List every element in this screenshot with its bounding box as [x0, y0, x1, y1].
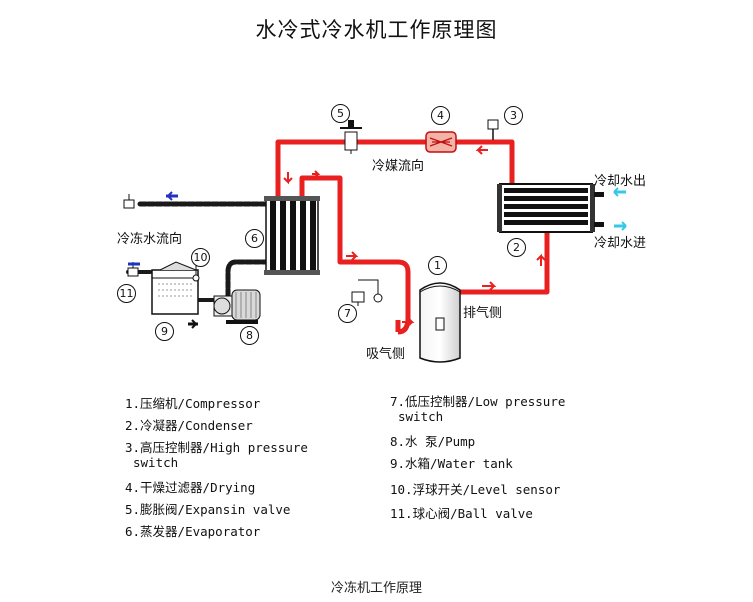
compressor: [419, 282, 461, 363]
number-8: 8: [240, 326, 259, 345]
evaporator: [264, 196, 320, 275]
legend-item-1: 1.压缩机/Compressor: [125, 396, 261, 411]
number-2: 2: [507, 238, 526, 257]
evaporator-to-pump-pipe: [225, 259, 271, 303]
number-11: 11: [117, 284, 136, 303]
legend-item-11: 11.球心阀/Ball valve: [390, 506, 533, 521]
discharge-side-label: 排气侧: [463, 306, 503, 321]
low-pressure-switch: [351, 279, 383, 306]
refrigerant-circuit: [275, 139, 550, 335]
legend-item-9: 9.水箱/Water tank: [390, 456, 513, 471]
expansion-valve: [340, 120, 362, 154]
refrigerant-arrows: [283, 145, 546, 327]
legend-item-10: 10.浮球开关/Level sensor: [390, 482, 561, 497]
legend-item-8: 8.水 泵/Pump: [390, 434, 476, 449]
condenser: [497, 183, 604, 233]
number-3: 3: [504, 106, 523, 125]
refrigerant-flow-label: 冷媒流向: [372, 159, 425, 174]
legend-item-2: 2.冷凝器/Condenser: [125, 418, 253, 433]
legend-item-4: 4.干燥过滤器/Drying: [125, 480, 256, 495]
pump: [213, 289, 261, 324]
cooling-water-out-label: 冷却水出: [594, 174, 647, 189]
pipe-condenser-to-compressor: [460, 232, 550, 295]
arrow-inner-right: [312, 170, 321, 178]
outlet-valve: [123, 194, 135, 209]
arrow-up-right: [536, 253, 546, 266]
number-4: 4: [431, 106, 450, 125]
caption: 冷冻机工作原理: [330, 581, 422, 596]
cooling-water-in-label: 冷却水进: [594, 236, 647, 251]
number-7: 7: [338, 304, 357, 323]
pipe-top-loop: [275, 139, 515, 196]
arrow-discharge: [482, 281, 497, 291]
diagram-title: 水冷式冷水机工作原理图: [255, 18, 498, 42]
number-6: 6: [245, 229, 264, 248]
arrow-suction: [402, 317, 415, 327]
number-1: 1: [428, 256, 447, 275]
legend-left: 1.压缩机/Compressor 2.冷凝器/Condenser 3.高压控制器…: [125, 396, 308, 546]
pipe-evaporator-to-suction: [299, 175, 411, 335]
arrow-mid-right: [346, 251, 359, 261]
water-tank: [151, 261, 199, 315]
number-5: 5: [331, 104, 350, 123]
suction-side-label: 吸气侧: [366, 347, 406, 362]
arrow-left-down: [283, 172, 293, 185]
number-9: 9: [155, 322, 174, 341]
number-10: 10: [191, 248, 210, 267]
legend-item-5: 5.膨胀阀/Expansin valve: [125, 502, 291, 517]
arrow-top-right: [475, 145, 488, 155]
flow-arrows: [128, 187, 627, 329]
chilled-water-flow-label: 冷冻水流向: [117, 232, 183, 247]
drying-filter: [425, 131, 457, 153]
high-pressure-switch: [487, 119, 499, 140]
legend-item-6: 6.蒸发器/Evaporator: [125, 524, 261, 539]
